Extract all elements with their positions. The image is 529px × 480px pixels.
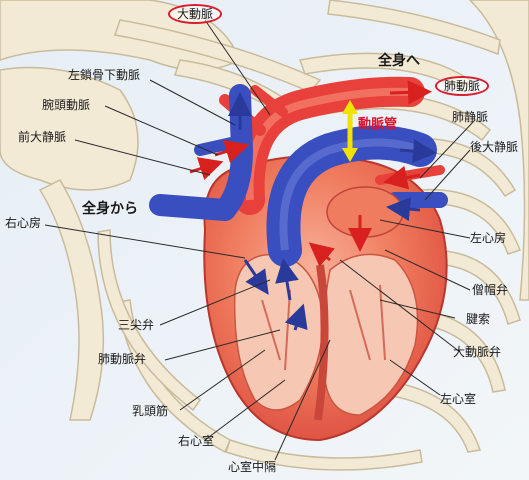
- label-brachiocephalic-artery: 腕頭動脈: [42, 98, 91, 112]
- label-aortic-valve: 大動脈弁: [453, 345, 502, 359]
- label-tricuspid-valve: 三尖弁: [118, 318, 155, 332]
- label-from-whole-body: 全身から: [82, 201, 138, 217]
- label-papillary-muscle: 乳頭筋: [132, 404, 169, 418]
- label-right-ventricle: 右心室: [178, 434, 215, 448]
- label-mitral-valve: 僧帽弁: [472, 283, 509, 297]
- label-anterior-vena-cava: 前大静脈: [18, 130, 67, 144]
- label-pulmonary-vein: 肺静脈: [452, 110, 489, 124]
- label-ductus-arteriosus: 動脈管: [358, 117, 398, 132]
- label-interventricular-septum: 心室中隔: [228, 460, 277, 474]
- leader-lines: [44, 19, 476, 461]
- label-left-atrium: 左心房: [470, 231, 507, 245]
- label-left-ventricle: 左心室: [440, 392, 477, 406]
- label-posterior-vena-cava: 後大静脈: [470, 140, 519, 154]
- label-aorta: 大動脈: [168, 4, 223, 24]
- label-left-subclavian-artery: 左鎖骨下動脈: [68, 68, 141, 82]
- label-chordae-tendineae: 腱索: [466, 312, 491, 326]
- label-right-atrium: 右心房: [5, 216, 42, 230]
- label-to-whole-body: 全身へ: [378, 53, 420, 69]
- label-pulmonary-artery: 肺動脈: [435, 76, 490, 96]
- ductus-arrow: [342, 100, 358, 162]
- label-pulmonary-valve: 肺動脈弁: [98, 352, 147, 366]
